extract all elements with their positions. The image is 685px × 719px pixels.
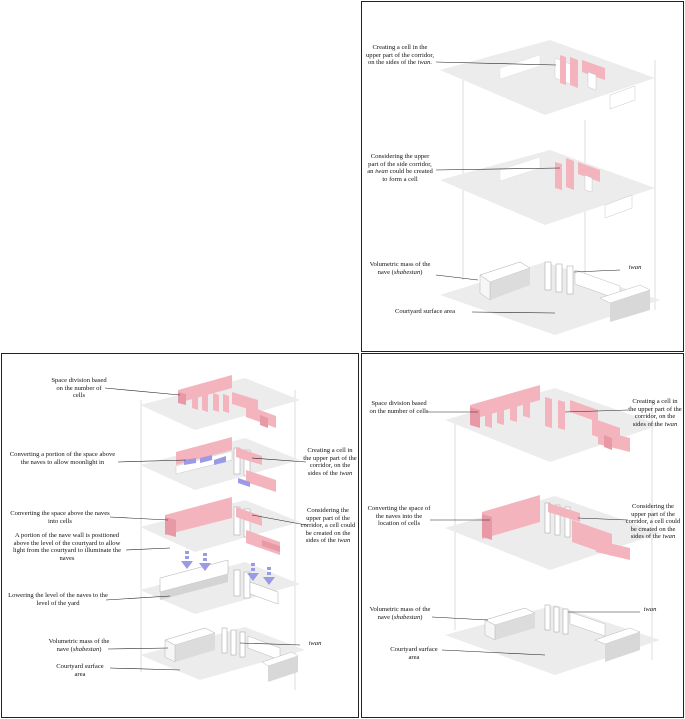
top-level-3 bbox=[440, 261, 660, 335]
br-level-2 bbox=[445, 495, 660, 570]
bl-label-convert: Converting the space above the naves int… bbox=[10, 510, 110, 525]
bl-label-moonlight: Converting a portion of the space above … bbox=[9, 451, 116, 466]
bl-level-4 bbox=[140, 551, 300, 614]
bl-level-2 bbox=[140, 437, 300, 492]
label-consider-side: Considering the upper part of the side c… bbox=[367, 153, 433, 183]
label-courtyard: Courtyard surface area bbox=[394, 308, 456, 315]
bl-label-lowering: Lowering the level of the naves to the l… bbox=[8, 592, 108, 607]
br-label-division: Space division based on the number of ce… bbox=[369, 400, 429, 415]
label-create-cell: Creating a cell in the upper part of the… bbox=[365, 44, 435, 67]
br-label-iwan: iwan bbox=[643, 606, 657, 613]
br-label-courtyard: Courtyard surface area bbox=[390, 646, 438, 661]
bl-label-create-cell: Creating a cell in the upper part of the… bbox=[303, 447, 357, 477]
br-label-consider: Considering the upper part of the corrid… bbox=[625, 503, 681, 541]
br-level-3 bbox=[445, 604, 660, 675]
bl-label-portion: A portion of the nave wall is positioned… bbox=[12, 532, 122, 562]
pink-cell bbox=[560, 55, 566, 85]
br-level-1 bbox=[445, 385, 660, 462]
br-label-volumetric-mass: Volumetric mass of the nave (shabestan) bbox=[369, 606, 431, 621]
moonlight-arrows bbox=[184, 455, 250, 487]
bl-level-5 bbox=[140, 627, 305, 682]
label-iwan: iwan bbox=[628, 264, 642, 271]
bl-label-volumetric-mass: Volumetric mass of the nave (shabestan) bbox=[48, 638, 110, 653]
light-arrows bbox=[181, 551, 275, 585]
top-level-2 bbox=[440, 150, 655, 225]
label-volumetric-mass: Volumetric mass of the nave (shabestan) bbox=[369, 261, 431, 276]
top-level-1 bbox=[440, 40, 655, 115]
bl-level-3 bbox=[140, 497, 300, 555]
bl-label-courtyard: Courtyard surface area bbox=[56, 663, 104, 678]
br-label-convert: Converting the space of the naves into t… bbox=[367, 505, 431, 528]
bl-label-consider: Considering the upper part of the corrid… bbox=[300, 507, 356, 545]
bl-level-1 bbox=[140, 375, 300, 430]
bl-label-division: Space division based on the number of ce… bbox=[51, 377, 107, 400]
bl-label-iwan: iwan bbox=[308, 640, 322, 647]
br-label-create-cell: Creating a cell in the upper part of the… bbox=[628, 398, 682, 428]
